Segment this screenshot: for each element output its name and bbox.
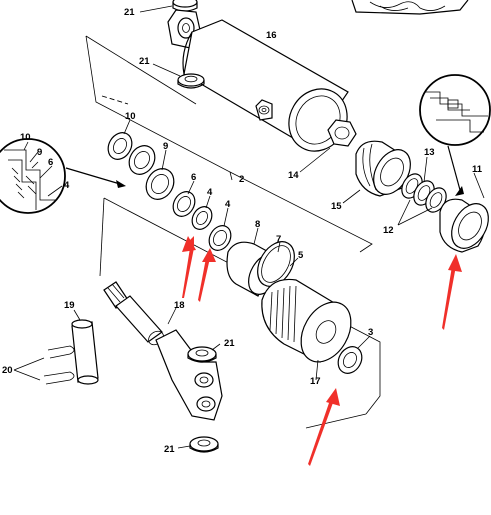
- piston-15: [342, 140, 411, 204]
- callout-21-upper: 21: [139, 56, 150, 67]
- detail-callout-9: 9: [37, 147, 42, 158]
- callout-4-b: 4: [225, 199, 231, 210]
- callout-18: 18: [174, 300, 185, 311]
- top-right-detail: [351, 0, 469, 15]
- callout-14: 14: [288, 170, 299, 181]
- callout-4-a: 4: [207, 187, 213, 198]
- callout-12: 12: [383, 225, 394, 236]
- washer-21-clevis-upper: [187, 343, 221, 363]
- detail-callout-4: 4: [64, 180, 70, 191]
- callout-20: 20: [2, 365, 13, 376]
- clips-20: [13, 345, 75, 385]
- piston-17: [261, 278, 352, 381]
- red-highlight-arrow: [442, 266, 456, 330]
- callout-2: 2: [239, 174, 244, 185]
- callout-21-clevis-lower: 21: [164, 444, 175, 455]
- nut-14: [299, 119, 357, 173]
- red-highlight-arrow: [182, 236, 196, 252]
- red-highlight-arrow: [326, 388, 340, 406]
- ring-3: [337, 335, 371, 374]
- callout-11: 11: [472, 164, 483, 175]
- callout-15: 15: [331, 201, 342, 212]
- rings-4: [191, 195, 232, 251]
- red-highlight-arrows: [182, 236, 462, 466]
- detail-magnifier-right: [419, 74, 491, 196]
- callout-21-clevis-upper: 21: [224, 338, 235, 349]
- callout-19: 19: [64, 300, 75, 311]
- piston-rod-18: [103, 281, 223, 421]
- callout-labels: 21 16 21 10 9 6 4 4 2 8 7 5 3 17 14 15 1…: [2, 7, 483, 455]
- washer-21-upper: [152, 63, 205, 89]
- callout-3: 3: [368, 327, 373, 338]
- callout-5: 5: [298, 250, 304, 261]
- red-highlight-arrow: [308, 400, 334, 466]
- ring-10: [107, 119, 133, 160]
- gland-11: [439, 172, 489, 253]
- red-highlight-arrow: [182, 236, 194, 298]
- red-highlight-arrow: [448, 254, 462, 272]
- ring-9: [128, 145, 175, 200]
- detail-callout-6: 6: [48, 157, 53, 168]
- seal-6: [172, 180, 196, 217]
- callout-7: 7: [276, 234, 281, 245]
- callout-10: 10: [125, 111, 136, 122]
- exploded-frame: [85, 35, 381, 429]
- callout-21-top: 21: [124, 7, 135, 18]
- red-highlight-arrow: [198, 258, 210, 302]
- callout-6: 6: [191, 172, 196, 183]
- detail-magnifier-left: [0, 138, 126, 214]
- pin-19: [71, 309, 99, 385]
- detail-callout-10: 10: [20, 132, 31, 143]
- top-clevis: [139, 0, 198, 13]
- callout-17: 17: [310, 376, 321, 387]
- callout-9: 9: [163, 141, 168, 152]
- seals-12-13: [397, 156, 447, 226]
- callout-13: 13: [424, 147, 435, 158]
- rings-7-5: [257, 241, 299, 287]
- callout-8: 8: [255, 219, 260, 230]
- red-highlight-arrow: [202, 248, 216, 262]
- callout-16: 16: [266, 30, 277, 41]
- washer-21-clevis-lower: [177, 436, 219, 453]
